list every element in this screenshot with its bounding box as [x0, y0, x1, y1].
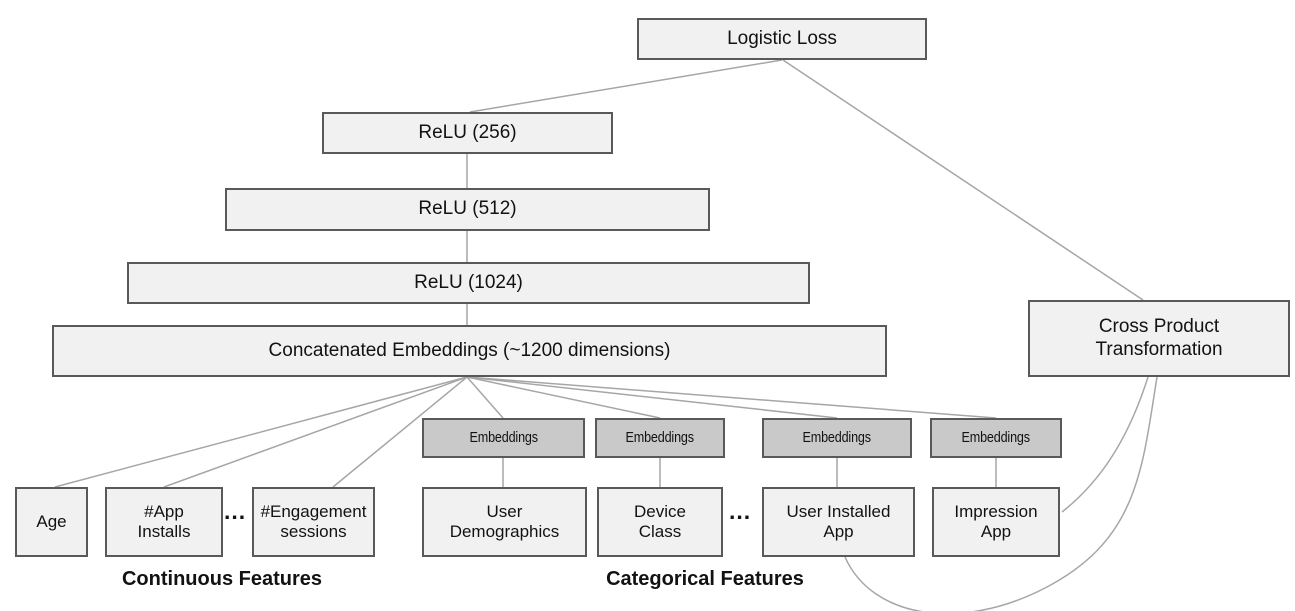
node-user-demographics: User Demographics — [422, 487, 587, 557]
node-embeddings-3-label: Embeddings — [802, 429, 872, 447]
node-app-installs-label: #App Installs — [137, 501, 191, 541]
node-embeddings-4-label: Embeddings — [961, 429, 1031, 447]
node-relu-1024-label: ReLU (1024) — [414, 271, 523, 293]
node-impression-app: Impression App — [932, 487, 1060, 557]
node-user-demographics-label: User Demographics — [449, 501, 560, 541]
node-user-installed-app: User Installed App — [762, 487, 915, 557]
edge-concat-emb2 — [466, 376, 661, 419]
node-relu-512-label: ReLU (512) — [418, 198, 517, 220]
node-app-installs: #App Installs — [105, 487, 223, 557]
node-logistic-loss: Logistic Loss — [637, 18, 927, 60]
node-relu-256-label: ReLU (256) — [418, 121, 517, 143]
node-cross-product-transformation-label: Cross Product Transformation — [1095, 316, 1223, 360]
node-logistic-loss-label: Logistic Loss — [727, 27, 837, 49]
node-device-class-label: Device Class — [634, 501, 686, 541]
node-impression-app-label: Impression App — [954, 501, 1038, 541]
node-embeddings-1-label: Embeddings — [469, 429, 538, 447]
edge-concat-emb1 — [466, 376, 504, 419]
node-relu-512: ReLU (512) — [225, 188, 710, 231]
node-embeddings-1: Embeddings — [422, 418, 585, 458]
categorical-ellipsis: ... — [729, 498, 752, 524]
node-user-installed-app-label: User Installed App — [786, 501, 891, 541]
continuous-features-label: Continuous Features — [121, 568, 322, 590]
node-relu-1024: ReLU (1024) — [127, 262, 810, 304]
edge-loss-relu256 — [469, 59, 783, 113]
edge-concat-emb3 — [466, 376, 838, 419]
edge-concat-emb4 — [466, 376, 997, 419]
edge-crossproduct-user-installed-app — [844, 376, 1158, 611]
edge-loss-crossproduct — [782, 59, 1144, 301]
node-engagement-sessions: #Engagement sessions — [252, 487, 375, 557]
node-relu-256: ReLU (256) — [322, 112, 613, 154]
node-cross-product-transformation: Cross Product Transformation — [1028, 300, 1290, 377]
node-concatenated-embeddings-label: Concatenated Embeddings (~1200 dimension… — [268, 339, 671, 361]
edge-concat-engagement — [332, 376, 468, 488]
node-device-class: Device Class — [597, 487, 723, 557]
edge-crossproduct-impression-app — [1061, 376, 1149, 513]
node-embeddings-4: Embeddings — [930, 418, 1062, 458]
node-age: Age — [15, 487, 88, 557]
node-embeddings-2-label: Embeddings — [625, 429, 695, 447]
node-embeddings-3: Embeddings — [762, 418, 912, 458]
edge-concat-app-installs — [163, 376, 468, 488]
node-embeddings-2: Embeddings — [595, 418, 725, 458]
node-engagement-sessions-label: #Engagement sessions — [260, 501, 367, 541]
edge-concat-age — [54, 376, 468, 488]
node-concatenated-embeddings: Concatenated Embeddings (~1200 dimension… — [52, 325, 887, 377]
node-age-label: Age — [36, 511, 67, 531]
continuous-ellipsis: ... — [224, 498, 247, 524]
categorical-features-label: Categorical Features — [606, 568, 804, 590]
